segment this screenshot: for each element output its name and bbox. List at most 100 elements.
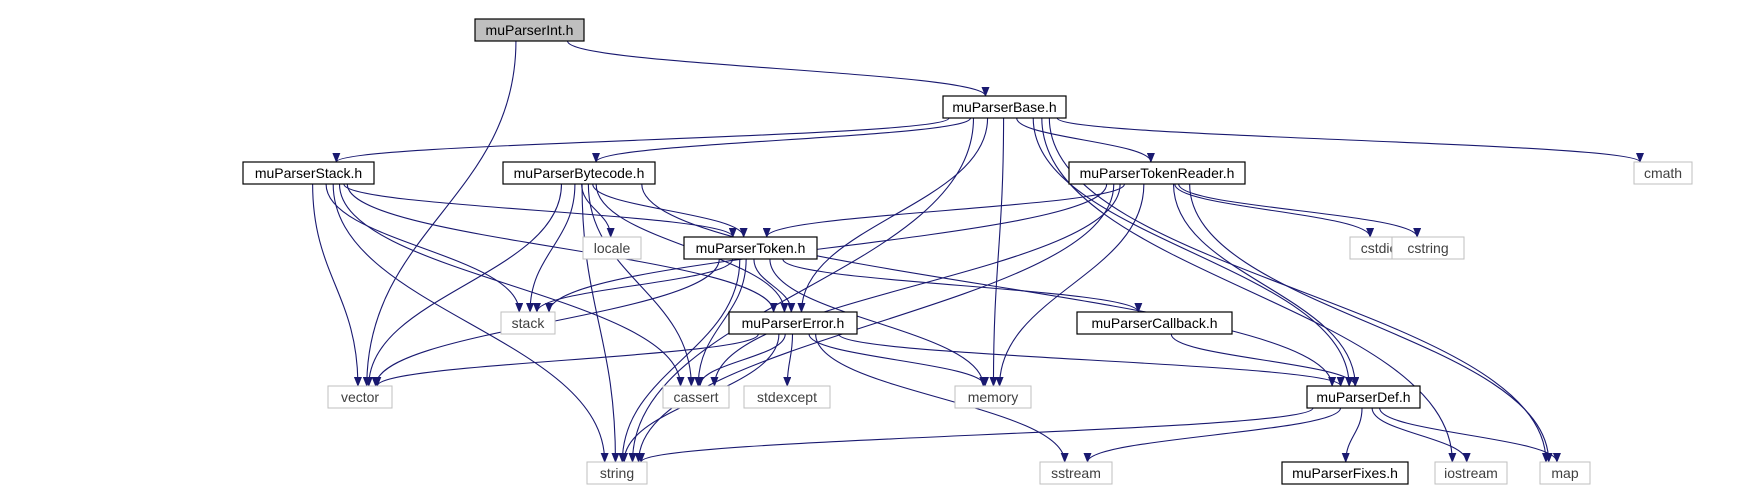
node-box-map	[1539, 461, 1591, 485]
edge-muParserStack-to-muParserToken	[343, 183, 737, 238]
node-cassert: cassert	[662, 385, 730, 409]
node-box-vector	[327, 385, 393, 409]
node-label-sstream: sstream	[1051, 465, 1101, 481]
node-box-memory	[954, 385, 1032, 409]
node-box-cstring	[1391, 236, 1465, 260]
edge-muParserError-to-vector	[373, 333, 759, 387]
edge-muParserToken-to-cassert	[694, 258, 747, 387]
node-box-muParserInt	[474, 18, 585, 42]
node-box-muParserBase	[942, 95, 1067, 119]
edge-muParserBytecode-to-muParserToken	[592, 183, 748, 238]
edge-muParserToken-to-muParserError	[753, 258, 796, 313]
node-label-vector: vector	[341, 389, 379, 405]
edge-muParserDef-to-map	[1379, 407, 1561, 463]
node-label-stack: stack	[512, 315, 546, 331]
edge-muParserToken-to-memory	[769, 258, 988, 387]
edge-muParserToken-to-string	[618, 258, 741, 463]
edge-muParserStack-to-stack	[325, 183, 524, 313]
node-locale: locale	[582, 236, 642, 260]
node-muParserStack[interactable]: muParserStack.h	[242, 161, 375, 185]
node-label-muParserInt: muParserInt.h	[486, 22, 574, 38]
node-box-muParserError	[728, 311, 858, 335]
node-muParserFixes[interactable]: muParserFixes.h	[1281, 461, 1409, 485]
edge-muParserBytecode-to-vector	[364, 183, 563, 387]
edge-muParserBase-to-muParserStack	[332, 117, 950, 163]
node-muParserBytecode[interactable]: muParserBytecode.h	[502, 161, 656, 185]
edge-muParserTokenReader-to-string	[634, 183, 1115, 463]
node-vector: vector	[327, 385, 393, 409]
edge-muParserTokenReader-to-muParserDef	[1172, 183, 1360, 387]
edge-muParserTokenReader-to-memory	[995, 183, 1145, 387]
edge-muParserInt-to-muParserBase	[566, 40, 990, 97]
node-box-muParserDef	[1306, 385, 1421, 409]
node-label-iostream: iostream	[1444, 465, 1498, 481]
node-muParserTokenReader[interactable]: muParserTokenReader.h	[1068, 161, 1246, 185]
edge-muParserBase-to-muParserTokenReader	[1016, 117, 1155, 163]
node-muParserCallback[interactable]: muParserCallback.h	[1076, 311, 1233, 335]
node-muParserToken[interactable]: muParserToken.h	[683, 236, 818, 260]
node-stack: stack	[500, 311, 556, 335]
edge-muParserBytecode-to-stack	[526, 183, 576, 313]
node-muParserError[interactable]: muParserError.h	[728, 311, 858, 335]
node-muParserInt[interactable]: muParserInt.h	[474, 18, 585, 42]
node-box-sstream	[1039, 461, 1113, 485]
node-box-iostream	[1434, 461, 1508, 485]
node-label-cstdio: cstdio	[1361, 240, 1398, 256]
node-label-cmath: cmath	[1644, 165, 1682, 181]
node-label-stdexcept: stdexcept	[757, 389, 817, 405]
node-label-locale: locale	[594, 240, 631, 256]
edge-muParserError-to-muParserDef	[838, 333, 1345, 387]
node-box-muParserBytecode	[502, 161, 656, 185]
node-muParserDef[interactable]: muParserDef.h	[1306, 385, 1421, 409]
edge-muParserBase-to-iostream	[1041, 117, 1457, 463]
node-cstring: cstring	[1391, 236, 1465, 260]
edge-muParserBase-to-memory	[989, 117, 1005, 387]
node-label-cstring: cstring	[1407, 240, 1448, 256]
node-label-muParserError: muParserError.h	[742, 315, 845, 331]
node-label-map: map	[1551, 465, 1578, 481]
node-label-string: string	[600, 465, 634, 481]
edge-muParserError-to-sstream	[815, 333, 1069, 463]
edge-muParserTokenReader-to-cstring	[1178, 183, 1422, 238]
edge-muParserDef-to-sstream	[1083, 407, 1342, 463]
node-label-muParserFixes: muParserFixes.h	[1292, 465, 1398, 481]
node-label-muParserDef: muParserDef.h	[1316, 389, 1410, 405]
edge-muParserStack-to-muParserError	[346, 183, 778, 313]
node-box-muParserStack	[242, 161, 375, 185]
node-box-stack	[500, 311, 556, 335]
edge-muParserCallback-to-muParserDef	[1170, 333, 1360, 387]
node-box-stdexcept	[743, 385, 831, 409]
node-box-muParserCallback	[1076, 311, 1233, 335]
node-label-muParserCallback: muParserCallback.h	[1091, 315, 1217, 331]
edge-muParserError-to-stdexcept	[783, 333, 794, 387]
edge-muParserDef-to-string	[637, 407, 1314, 463]
edge-muParserTokenReader-to-muParserToken	[762, 183, 1126, 238]
node-map: map	[1539, 461, 1591, 485]
edge-muParserBytecode-to-locale	[581, 183, 615, 238]
node-box-string	[586, 461, 648, 485]
node-muParserBase[interactable]: muParserBase.h	[942, 95, 1067, 119]
node-box-muParserToken	[683, 236, 818, 260]
node-label-memory: memory	[968, 389, 1019, 405]
edge-muParserStack-to-vector	[312, 183, 362, 387]
edge-muParserTokenReader-to-map	[1189, 183, 1553, 463]
edge-muParserToken-to-stack	[532, 258, 734, 313]
edge-muParserDef-to-iostream	[1371, 407, 1471, 463]
node-box-muParserTokenReader	[1068, 161, 1246, 185]
node-label-muParserStack: muParserStack.h	[255, 165, 362, 181]
edge-muParserStack-to-string	[332, 183, 609, 463]
edge-muParserTokenReader-to-stack	[545, 183, 1108, 313]
edge-muParserDef-to-muParserFixes	[1341, 407, 1363, 463]
node-sstream: sstream	[1039, 461, 1113, 485]
edge-muParserInt-to-vector	[362, 40, 517, 387]
node-label-muParserBase: muParserBase.h	[952, 99, 1056, 115]
node-string: string	[586, 461, 648, 485]
edge-muParserBytecode-to-string	[581, 183, 620, 463]
node-stdexcept: stdexcept	[743, 385, 831, 409]
node-box-muParserFixes	[1281, 461, 1409, 485]
node-label-cassert: cassert	[673, 389, 718, 405]
node-label-muParserTokenReader: muParserTokenReader.h	[1080, 165, 1235, 181]
node-box-cassert	[662, 385, 730, 409]
edge-muParserError-to-memory	[808, 333, 989, 387]
